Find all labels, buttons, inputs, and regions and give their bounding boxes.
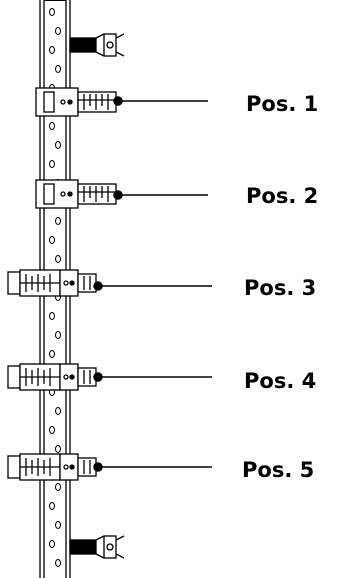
clamp-2 (35, 179, 117, 209)
rail-hole (55, 559, 61, 567)
rail-hole (55, 255, 61, 263)
leader-line-2 (113, 190, 208, 200)
rail-hole (49, 426, 55, 434)
clamp-1 (35, 87, 117, 117)
rail-hole (49, 160, 55, 168)
rail-hole (49, 46, 55, 54)
rail-hole (49, 236, 55, 244)
rail-hole (49, 8, 55, 16)
leader-line-3 (93, 281, 212, 291)
position-label-1: Pos. 1 (246, 92, 319, 116)
rail-hole (55, 445, 61, 453)
rail-hole (55, 217, 61, 225)
rail-hole (49, 312, 55, 320)
rail-hole (55, 141, 61, 149)
position-label-2: Pos. 2 (246, 184, 319, 208)
rail-hole (55, 407, 61, 415)
clamp-4 (7, 363, 97, 391)
position-label-4: Pos. 4 (244, 369, 317, 393)
rail-hole (49, 502, 55, 510)
leader-line-4 (93, 372, 212, 382)
leader-line-5 (93, 462, 212, 472)
clamp-3 (7, 269, 97, 297)
position-label-3: Pos. 3 (244, 276, 317, 300)
bottom-bracket (69, 535, 125, 559)
rail-hole (55, 65, 61, 73)
rail-hole (49, 122, 55, 130)
rail-hole (49, 350, 55, 358)
top-bracket (69, 33, 125, 57)
clamp-5 (7, 453, 97, 481)
leader-line-1 (113, 96, 208, 106)
rail-hole (49, 540, 55, 548)
rail-hole (55, 27, 61, 35)
rail-hole (55, 521, 61, 529)
position-label-5: Pos. 5 (242, 458, 315, 482)
rail-hole (55, 331, 61, 339)
rail-hole (55, 483, 61, 491)
